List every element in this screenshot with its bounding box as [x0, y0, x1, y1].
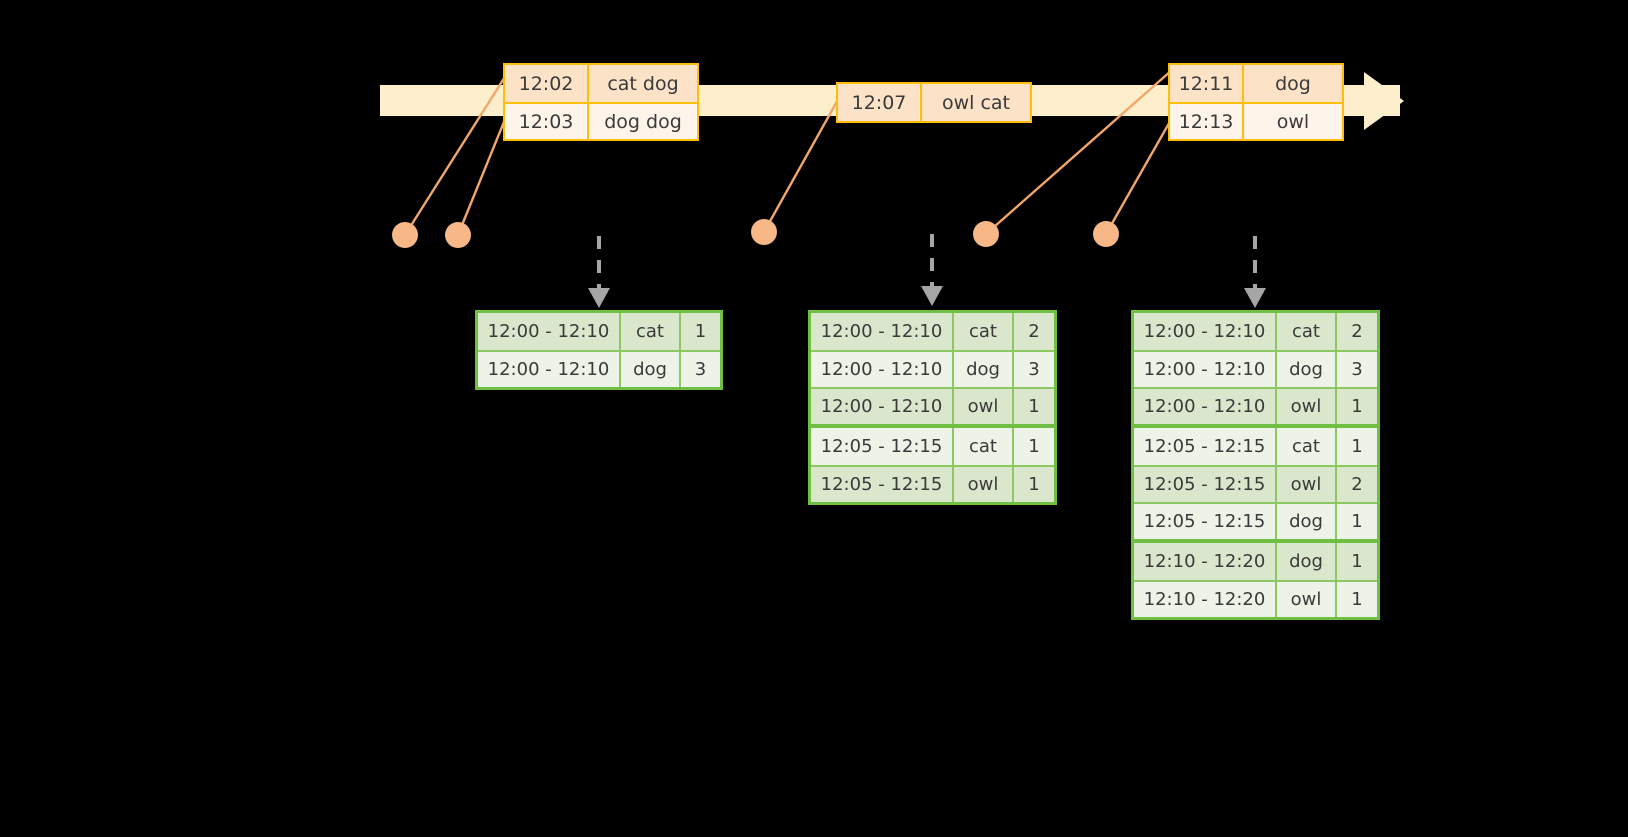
table-row[interactable]: 12:00 - 12:10 cat 1	[478, 313, 720, 350]
count-cell: 3	[694, 359, 707, 380]
window-cell: 12:00 - 12:10	[1134, 389, 1277, 424]
window-cell: 12:00 - 12:10	[1134, 313, 1277, 350]
event-row[interactable]: 12:02 cat dog	[505, 65, 697, 102]
timeline-arrowhead-icon	[1364, 72, 1404, 130]
window-cell: 12:10 - 12:20	[1134, 582, 1277, 617]
table-row[interactable]: 12:00 - 12:10 dog 3	[478, 350, 720, 387]
event-row[interactable]: 12:11 dog	[1170, 65, 1342, 102]
count-cell: 3	[1028, 359, 1040, 380]
word-cell: dog	[621, 352, 681, 387]
event-row[interactable]: 12:13 owl	[1170, 102, 1342, 139]
window-section: 12:00 - 12:10 cat 2 12:00 - 12:10 dog 3 …	[1134, 313, 1377, 424]
count-cell: 2	[1028, 321, 1040, 342]
event-row[interactable]: 12:03 dog dog	[505, 102, 697, 139]
event-dot-3[interactable]	[751, 219, 777, 245]
window-section: 12:05 - 12:15 cat 1 12:05 - 12:15 owl 1	[811, 424, 1054, 502]
event-time: 12:11	[1170, 65, 1244, 102]
word-cell: cat	[954, 428, 1014, 465]
window-cell: 12:05 - 12:15	[811, 467, 954, 502]
event-value: dog dog	[604, 110, 682, 133]
result-dashed-arrows	[597, 234, 1257, 292]
word-cell: dog	[1277, 352, 1337, 387]
count-cell: 1	[1351, 511, 1363, 532]
result-table-1: 12:00 - 12:10 cat 1 12:00 - 12:10 dog 3	[475, 310, 723, 390]
word-cell: owl	[954, 389, 1014, 424]
window-section: 12:10 - 12:20 dog 1 12:10 - 12:20 owl 1	[1134, 539, 1377, 617]
table-row[interactable]: 12:10 - 12:20 dog 1	[1134, 543, 1377, 580]
word-cell: owl	[954, 467, 1014, 502]
event-time: 12:07	[838, 84, 922, 121]
count-cell: 2	[1351, 474, 1363, 495]
event-time: 12:13	[1170, 104, 1244, 139]
table-row[interactable]: 12:00 - 12:10 owl 1	[811, 387, 1054, 424]
word-cell: owl	[1277, 582, 1337, 617]
table-row[interactable]: 12:00 - 12:10 owl 1	[1134, 387, 1377, 424]
window-cell: 12:00 - 12:10	[478, 313, 621, 350]
word-cell: owl	[1277, 467, 1337, 502]
table-row[interactable]: 12:05 - 12:15 cat 1	[811, 428, 1054, 465]
window-cell: 12:05 - 12:15	[1134, 428, 1277, 465]
event-group-a: 12:02 cat dog 12:03 dog dog	[503, 63, 699, 141]
window-section: 12:05 - 12:15 cat 1 12:05 - 12:15 owl 2 …	[1134, 424, 1377, 539]
table-row[interactable]: 12:05 - 12:15 cat 1	[1134, 428, 1377, 465]
result-table-2: 12:00 - 12:10 cat 2 12:00 - 12:10 dog 3 …	[808, 310, 1057, 505]
count-cell: 2	[1351, 321, 1363, 342]
count-cell: 1	[1028, 436, 1040, 457]
count-cell: 1	[1351, 589, 1363, 610]
event-row[interactable]: 12:07 owl cat	[838, 84, 1030, 121]
count-cell: 1	[1028, 396, 1040, 417]
window-cell: 12:05 - 12:15	[1134, 467, 1277, 502]
count-cell: 1	[1351, 396, 1363, 417]
table-row[interactable]: 12:10 - 12:20 owl 1	[1134, 580, 1377, 617]
event-time: 12:03	[505, 104, 589, 139]
table-row[interactable]: 12:00 - 12:10 cat 2	[1134, 313, 1377, 350]
window-cell: 12:00 - 12:10	[478, 352, 621, 387]
table-row[interactable]: 12:00 - 12:10 cat 2	[811, 313, 1054, 350]
window-cell: 12:00 - 12:10	[811, 389, 954, 424]
event-group-c: 12:11 dog 12:13 owl	[1168, 63, 1344, 141]
table-row[interactable]: 12:05 - 12:15 owl 2	[1134, 465, 1377, 502]
window-cell: 12:10 - 12:20	[1134, 543, 1277, 580]
word-cell: dog	[954, 352, 1014, 387]
count-cell: 1	[1351, 551, 1363, 572]
table-row[interactable]: 12:05 - 12:15 owl 1	[811, 465, 1054, 502]
event-time: 12:02	[505, 65, 589, 102]
event-dot-4[interactable]	[973, 221, 999, 247]
count-cell: 1	[1028, 474, 1040, 495]
word-cell: dog	[1277, 504, 1337, 539]
count-cell: 1	[694, 321, 707, 342]
result-arrowheads-icon	[588, 286, 1266, 308]
word-cell: cat	[954, 313, 1014, 350]
table-row[interactable]: 12:05 - 12:15 dog 1	[1134, 502, 1377, 539]
event-dot-2[interactable]	[445, 222, 471, 248]
count-cell: 1	[1351, 436, 1363, 457]
event-value: cat dog	[607, 72, 679, 95]
event-dot-5[interactable]	[1093, 221, 1119, 247]
event-value: owl cat	[941, 91, 1011, 114]
window-section: 12:00 - 12:10 cat 2 12:00 - 12:10 dog 3 …	[811, 313, 1054, 424]
window-cell: 12:05 - 12:15	[1134, 504, 1277, 539]
result-table-3: 12:00 - 12:10 cat 2 12:00 - 12:10 dog 3 …	[1131, 310, 1380, 620]
event-value: dog	[1275, 72, 1311, 95]
word-cell: cat	[1277, 428, 1337, 465]
event-dot-1[interactable]	[392, 222, 418, 248]
window-section: 12:00 - 12:10 cat 1 12:00 - 12:10 dog 3	[478, 313, 720, 387]
event-group-b: 12:07 owl cat	[836, 82, 1032, 123]
window-cell: 12:00 - 12:10	[811, 313, 954, 350]
table-row[interactable]: 12:00 - 12:10 dog 3	[1134, 350, 1377, 387]
event-value: owl	[1276, 110, 1310, 133]
word-cell: cat	[1277, 313, 1337, 350]
window-cell: 12:00 - 12:10	[1134, 352, 1277, 387]
table-row[interactable]: 12:00 - 12:10 dog 3	[811, 350, 1054, 387]
window-cell: 12:05 - 12:15	[811, 428, 954, 465]
count-cell: 3	[1351, 359, 1363, 380]
word-cell: dog	[1277, 543, 1337, 580]
window-cell: 12:00 - 12:10	[811, 352, 954, 387]
word-cell: owl	[1277, 389, 1337, 424]
word-cell: cat	[621, 313, 681, 350]
